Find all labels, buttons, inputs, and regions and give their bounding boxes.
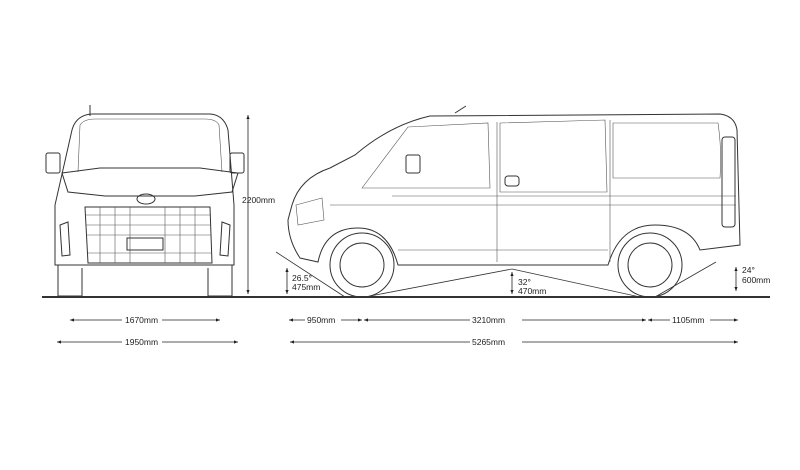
mid-clearance-label: 470mm: [518, 286, 546, 296]
front-clearance-label: 475mm: [292, 282, 320, 292]
track-label: 1670mm: [125, 315, 158, 325]
ramp-angle-label: 32°: [518, 277, 531, 287]
height-label: 2200mm: [242, 195, 275, 205]
angle-lines: [275, 251, 717, 298]
front-view-van: [45, 105, 245, 297]
overall-length-label: 5265mm: [472, 337, 505, 347]
approach-angle-label: 26.5°: [292, 273, 312, 283]
front-overhang-label: 950mm: [307, 315, 335, 325]
wheelbase-label: 3210mm: [472, 315, 505, 325]
rear-clearance-label: 600mm: [742, 275, 770, 285]
side-view-van: [287, 105, 741, 298]
width-label: 1950mm: [125, 337, 158, 347]
departure-angle-label: 24°: [742, 265, 755, 275]
rear-overhang-label: 1105mm: [672, 315, 704, 325]
